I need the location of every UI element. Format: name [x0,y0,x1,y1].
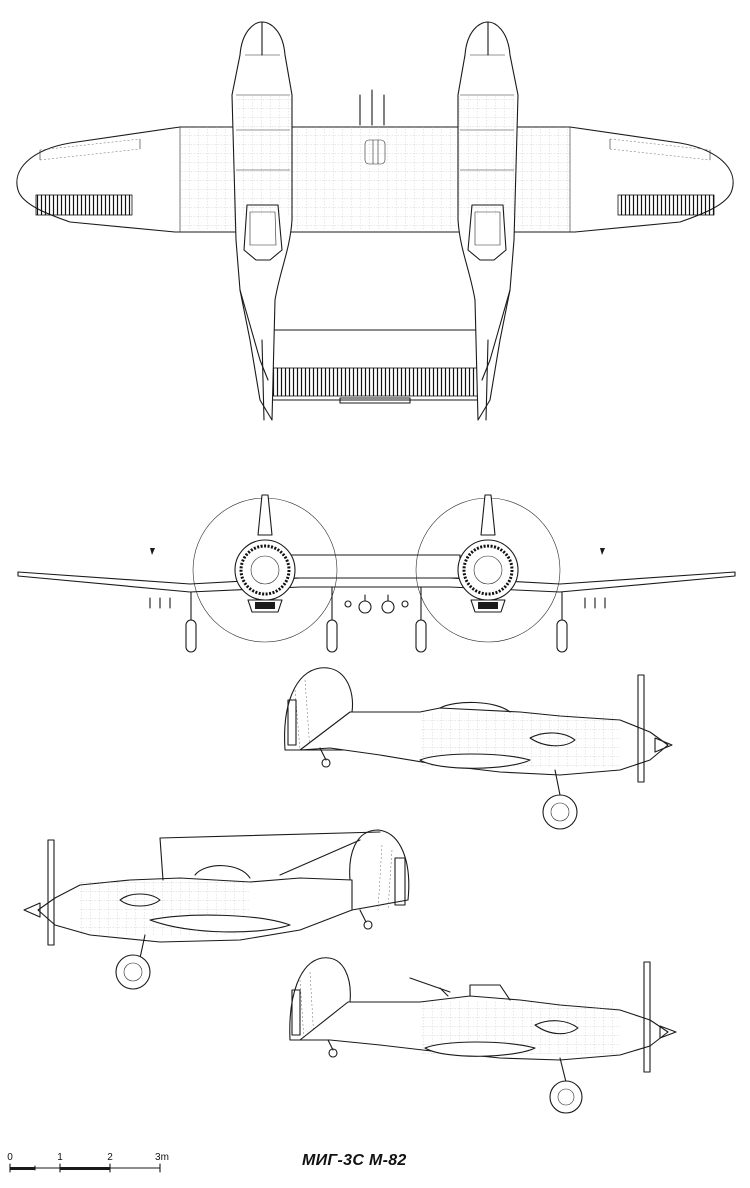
side-view-gunner [289,957,677,1114]
drawing-title: МИГ-3С М-82 [302,1152,407,1169]
front-view [17,494,736,653]
aileron-right [617,194,715,216]
wing-side-upper [419,753,531,769]
scale-label-0: 0 [7,1152,13,1163]
aileron-left [35,194,133,216]
underwing-stores [149,594,606,614]
gear-gunner [327,1039,583,1114]
front-wing [17,571,736,593]
scale-label-2: 2 [107,1152,113,1163]
side-view-left [23,829,410,990]
side-view-upper [284,667,673,830]
nacelle-right [457,21,519,421]
engine-front-left [234,494,296,613]
tail-boom-center [269,231,481,331]
nacelle-left [231,21,293,421]
scale-label-3: 3m [155,1152,169,1163]
engine-front-right [457,494,519,613]
gear-left [115,909,373,990]
gear-upper [319,747,578,830]
front-landing-gear [185,586,568,653]
wing-side-gunner [424,1041,536,1057]
wing-side-left [149,914,291,933]
top-view [16,21,734,421]
fin-left [349,829,410,911]
scale-label-1: 1 [57,1152,63,1163]
scale-bar [9,1163,161,1173]
